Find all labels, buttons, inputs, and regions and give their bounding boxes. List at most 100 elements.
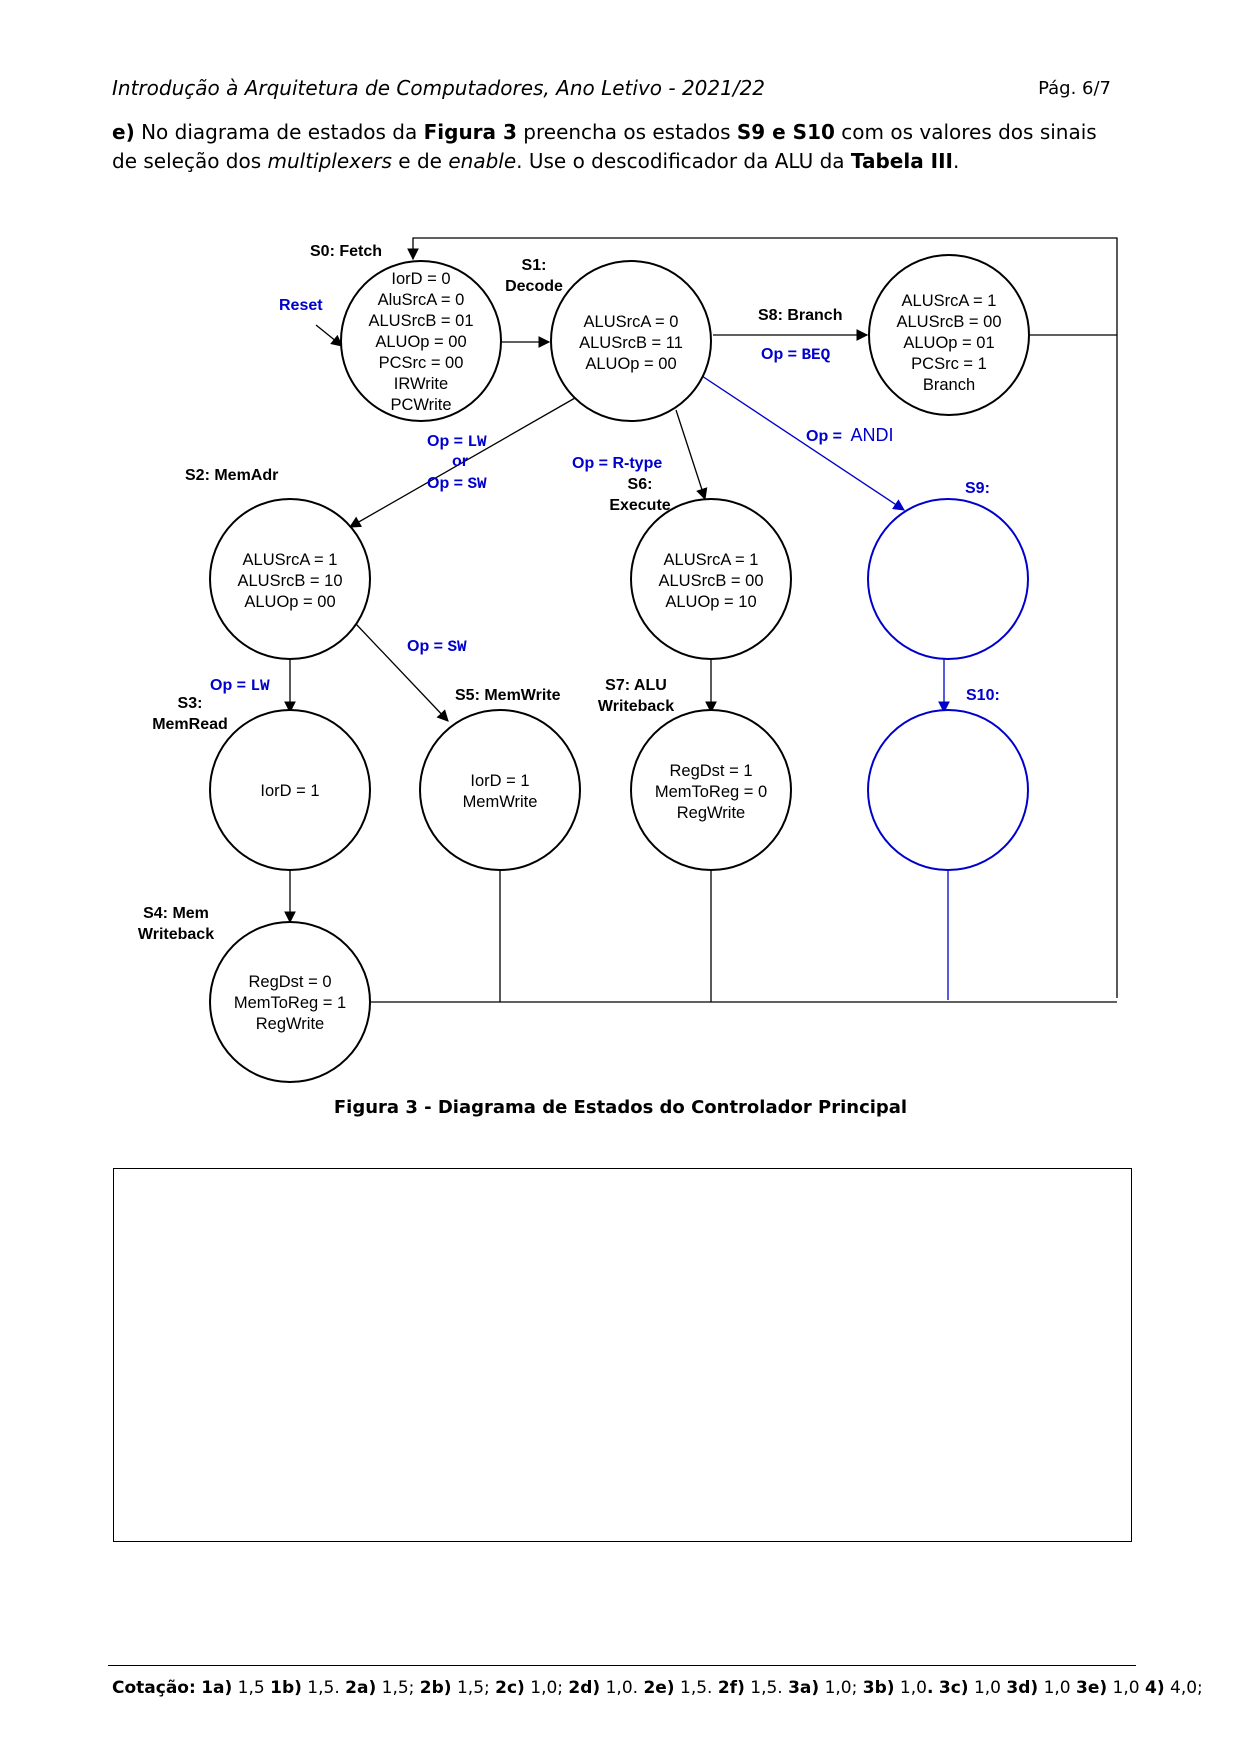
op-rtype-label: Op = R-type	[572, 455, 662, 472]
question-text-2: preencha os estados	[516, 120, 737, 144]
question-italic-1: multiplexers	[267, 149, 392, 173]
s0-line-6: IRWrite	[394, 375, 448, 393]
footer-item-value: 1,0;	[524, 1678, 569, 1698]
footer-item-key: 2b)	[419, 1678, 452, 1698]
op-lw2-code: LW	[250, 677, 270, 695]
question-text-5: . Use o descodificador da ALU da	[516, 149, 851, 173]
s6-line-3: ALUOp = 10	[665, 593, 756, 611]
question-e: e) No diagrama de estados da Figura 3 pr…	[112, 118, 1122, 176]
s0-line-3: ALUSrcB = 01	[368, 312, 473, 330]
state-s2-circle	[209, 498, 371, 660]
s1-line-3: ALUOp = 00	[585, 355, 676, 373]
footer-item-key: 2c)	[495, 1678, 525, 1698]
question-text-3: com os valores dos sinais de seleção dos	[112, 120, 1097, 173]
s7-line-2: MemToReg = 0	[655, 783, 767, 801]
question-bold-1: Figura 3	[423, 120, 517, 144]
s1-to-s2-arrow	[348, 397, 576, 528]
op-sw-prefix: Op =	[427, 475, 467, 492]
footer-item-value: 1,5	[232, 1678, 271, 1698]
s8-line-5: Branch	[923, 376, 975, 394]
s9-label: S9:	[965, 480, 990, 497]
footer-item-key: .	[926, 1678, 934, 1698]
s0-line-1: IorD = 0	[391, 270, 450, 288]
state-s0-circle	[340, 260, 502, 422]
op-beq-code: BEQ	[801, 346, 830, 364]
op-lw2-prefix: Op =	[210, 677, 250, 694]
s6-line-1: ALUSrcA = 1	[664, 551, 759, 569]
footer-item-key: 2d)	[568, 1678, 601, 1698]
footer-item-key: 2a)	[345, 1678, 377, 1698]
s1-to-s9-arrow	[701, 375, 905, 511]
s1-line-2: ALUSrcB = 11	[579, 334, 683, 352]
question-text-6: .	[952, 149, 960, 173]
footer-item-value: 4,0;	[1164, 1678, 1203, 1698]
s1-label-1: S1:	[522, 257, 547, 274]
s1-label-2: Decode	[505, 278, 563, 295]
s8-label: S8: Branch	[758, 307, 842, 324]
question-italic-2: enable	[448, 149, 517, 173]
question-text-4: e de	[391, 149, 449, 173]
footer-items: 1a) 1,5 1b) 1,5. 2a) 1,5; 2b) 1,5; 2c) 1…	[201, 1678, 1203, 1698]
footer-item-key: 3c)	[938, 1678, 969, 1698]
s3-label-1: S3:	[178, 695, 203, 712]
question-bold-2: S9 e S10	[736, 120, 835, 144]
op-beq-label: Op = BEQ	[761, 346, 831, 364]
op-sw-label: Op = SW	[407, 638, 467, 656]
footer-item-key: 1b)	[270, 1678, 302, 1698]
figure-caption: Figura 3 - Diagrama de Estados do Contro…	[333, 1097, 908, 1118]
footer-item-value: 1,5;	[376, 1678, 420, 1698]
s10-label: S10:	[966, 687, 1000, 704]
s6-label-1: S6:	[628, 476, 653, 493]
op-sw2-prefix: Op =	[407, 638, 447, 655]
footer-item-value: 1,5.	[674, 1678, 718, 1698]
footer-item-key: 2f)	[717, 1678, 745, 1698]
footer-item-key: 2e)	[643, 1678, 675, 1698]
reset-arrow	[315, 324, 343, 347]
s0-line-7: PCWrite	[390, 396, 451, 414]
footer-item-value: 1,0	[1107, 1678, 1145, 1698]
op-andi-prefix: Op =	[806, 428, 846, 445]
state-s4-circle	[209, 921, 371, 1083]
s4-line-3: RegWrite	[256, 1015, 324, 1033]
s2-line-1: ALUSrcA = 1	[243, 551, 338, 569]
answer-box[interactable]	[113, 1168, 1132, 1542]
document-header-title: Introdução à Arquitetura de Computadores…	[112, 76, 766, 100]
state-s9-circle	[867, 498, 1029, 660]
reset-label: Reset	[279, 297, 323, 314]
s6-label-2: Execute	[609, 497, 670, 514]
s1-line-1: ALUSrcA = 0	[584, 313, 679, 331]
state-s10-circle	[867, 709, 1029, 871]
s4-label-1: S4: Mem	[143, 905, 209, 922]
op-beq-prefix: Op =	[761, 346, 801, 363]
footer-item-key: 4)	[1145, 1678, 1165, 1698]
s7-label-1: S7: ALU	[605, 677, 667, 694]
footer-item-key: 3d)	[1006, 1678, 1039, 1698]
footer-item-value: 1,5;	[451, 1678, 496, 1698]
footer-item-value: 1,0	[968, 1678, 1007, 1698]
s3-label-2: MemRead	[152, 716, 228, 733]
state-diagram: IorD = 0 AluSrcA = 0 ALUSrcB = 01 ALUOp …	[138, 237, 1118, 1083]
op-lw-prefix: Op =	[427, 433, 467, 450]
footer-item-key: 3a)	[788, 1678, 820, 1698]
op-or-label: or	[452, 453, 468, 470]
state-s8-circle	[868, 254, 1030, 416]
op-andi-value: ANDI	[850, 425, 893, 445]
footer-item-key: 1a)	[201, 1678, 233, 1698]
s8-line-3: ALUOp = 01	[903, 334, 994, 352]
footer-item-value: 1,0	[894, 1678, 927, 1698]
footer-item-key: 3b)	[862, 1678, 895, 1698]
s0-label: S0: Fetch	[310, 243, 382, 260]
s7-line-3: RegWrite	[677, 804, 745, 822]
s8-line-2: ALUSrcB = 00	[896, 313, 1001, 331]
question-text-1: No diagrama de estados da	[134, 120, 424, 144]
state-s5-circle	[419, 709, 581, 871]
s0-line-5: PCSrc = 00	[379, 354, 464, 372]
s6-line-2: ALUSrcB = 00	[658, 572, 763, 590]
state-s3-circle	[209, 709, 371, 871]
s2-line-3: ALUOp = 00	[244, 593, 335, 611]
op-andi-label: Op = ANDI	[806, 425, 893, 445]
s8-line-1: ALUSrcA = 1	[902, 292, 997, 310]
s2-label: S2: MemAdr	[185, 467, 278, 484]
op-lw-sw-line-2: Op = SW	[427, 475, 487, 493]
s4-label-2: Writeback	[138, 926, 214, 943]
